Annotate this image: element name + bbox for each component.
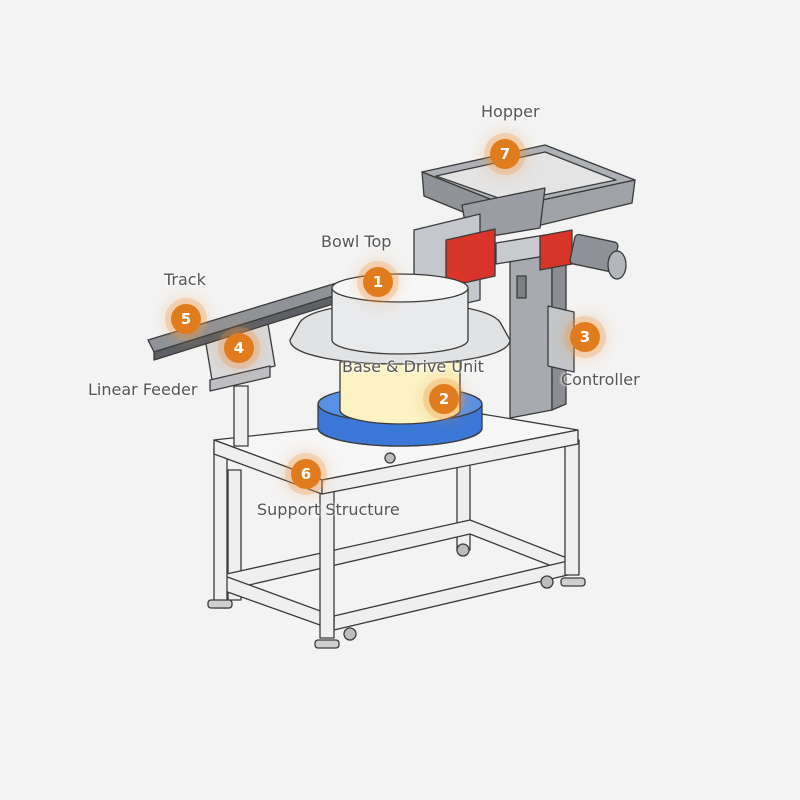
caster-wheel — [540, 575, 554, 589]
red-bracket-clamp — [539, 229, 573, 271]
label-support-structure: Support Structure — [257, 500, 400, 519]
label-track: Track — [164, 270, 206, 289]
red-bracket — [445, 228, 496, 288]
callout-3-controller: 3 — [570, 322, 600, 352]
frame-leg-front-right — [564, 439, 580, 576]
callout-6-support-structure: 6 — [291, 459, 321, 489]
controller-column — [509, 239, 575, 419]
callout-2-base-drive-unit: 2 — [429, 384, 459, 414]
linear-feeder-mount — [209, 365, 271, 392]
linear-feeder-post — [233, 385, 249, 447]
motor-end-cap — [607, 250, 627, 280]
callout-4-linear-feeder: 4 — [224, 333, 254, 363]
lower-rail-left — [221, 574, 335, 631]
controller-slot — [516, 275, 527, 299]
label-bowl-top: Bowl Top — [321, 232, 392, 251]
base-foot — [384, 452, 396, 464]
controller-box — [547, 305, 575, 373]
frame-leg-front-left — [213, 447, 228, 609]
label-linear-feeder: Linear Feeder — [88, 380, 198, 399]
label-hopper: Hopper — [481, 102, 540, 121]
frame-leg-back-left — [227, 469, 242, 601]
bowl-top-rim — [331, 273, 469, 303]
lower-rail-front — [333, 559, 573, 631]
callout-7-hopper: 7 — [490, 139, 520, 169]
callout-5-track: 5 — [171, 304, 201, 334]
support-frame — [207, 411, 586, 649]
leveling-foot — [207, 599, 233, 609]
bowl-cylinder — [331, 287, 469, 355]
leveling-foot — [314, 639, 340, 649]
leveling-foot — [560, 577, 586, 587]
drive-unit-cylinder — [339, 361, 461, 425]
caster-wheel — [456, 543, 470, 557]
label-controller: Controller — [561, 370, 640, 389]
label-base-drive-unit: Base & Drive Unit — [342, 357, 484, 376]
callout-1-bowl-top: 1 — [363, 267, 393, 297]
tabletop-edge-front — [321, 429, 579, 495]
caster-wheel — [343, 627, 357, 641]
